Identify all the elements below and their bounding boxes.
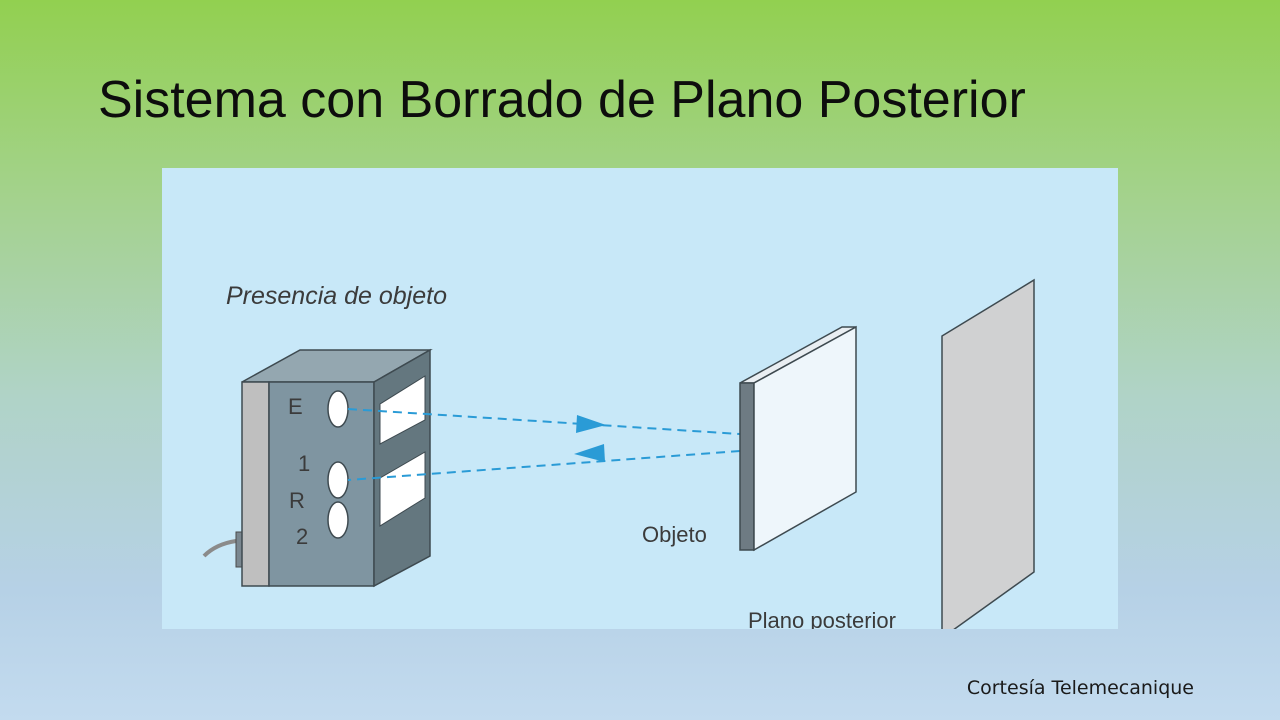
background-plane-label: Plano posterior	[748, 608, 896, 629]
label-one: 1	[298, 451, 310, 476]
photoelectric-sensor: E 1 R 2	[202, 348, 433, 588]
sensor-front-face	[268, 381, 375, 587]
sensor-rear-plate	[241, 381, 270, 587]
slide-title: Sistema con Borrado de Plano Posterior	[98, 71, 1026, 129]
sensor-window-upper	[379, 375, 426, 445]
object-panel-face	[753, 325, 857, 552]
emitter-lens	[327, 390, 349, 428]
receiver-lens-2	[327, 501, 349, 539]
sensor-diagram: Presencia de objeto E 1 R 2	[162, 168, 1118, 629]
emitted-beam-arrowhead	[576, 415, 606, 433]
sensor-window-lower	[379, 451, 426, 527]
diagram-heading: Presencia de objeto	[226, 282, 447, 310]
label-receiver: R	[289, 488, 305, 513]
image-credit: Cortesía Telemecanique	[966, 677, 1194, 699]
receiver-lens-1	[327, 461, 349, 499]
sensor-cable	[202, 539, 237, 558]
light-beams	[347, 408, 741, 481]
label-emitter: E	[288, 394, 303, 419]
background-plane	[941, 278, 1035, 629]
reflected-beam	[347, 450, 741, 481]
label-two: 2	[296, 524, 308, 549]
object-panel	[739, 325, 857, 552]
reflected-beam-arrowhead	[574, 444, 605, 462]
object-panel-edge	[739, 382, 755, 551]
object-label: Objeto	[642, 522, 707, 547]
emitted-beam	[347, 408, 741, 435]
